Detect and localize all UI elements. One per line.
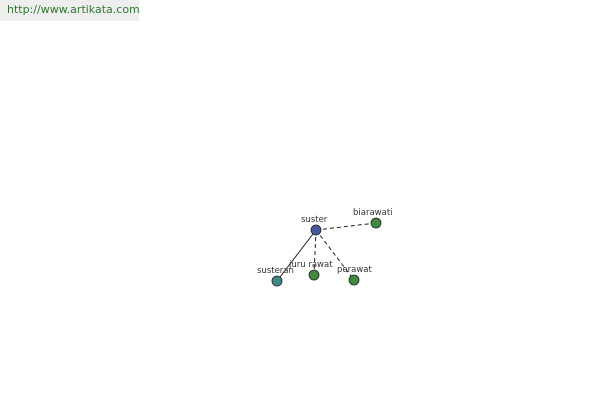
node-juru-rawat[interactable]: [308, 269, 320, 281]
watermark-url[interactable]: http://www.artikata.com: [0, 0, 140, 21]
node-biarawati[interactable]: [370, 217, 382, 229]
edge-suster-biarawati: [315, 222, 377, 231]
node-susteran[interactable]: [271, 275, 283, 287]
node-perawat[interactable]: [348, 274, 360, 286]
node-label-juru-rawat: juru rawat: [288, 260, 333, 270]
edge-suster-juru-rawat: [313, 229, 317, 276]
node-label-biarawati: biarawati: [353, 208, 393, 218]
edge-suster-perawat: [315, 229, 355, 281]
node-suster[interactable]: [310, 224, 322, 236]
node-label-susteran: susteran: [257, 266, 294, 276]
node-label-suster: suster: [301, 215, 328, 225]
node-label-perawat: perawat: [337, 265, 372, 275]
edge-suster-susteran: [276, 229, 317, 282]
